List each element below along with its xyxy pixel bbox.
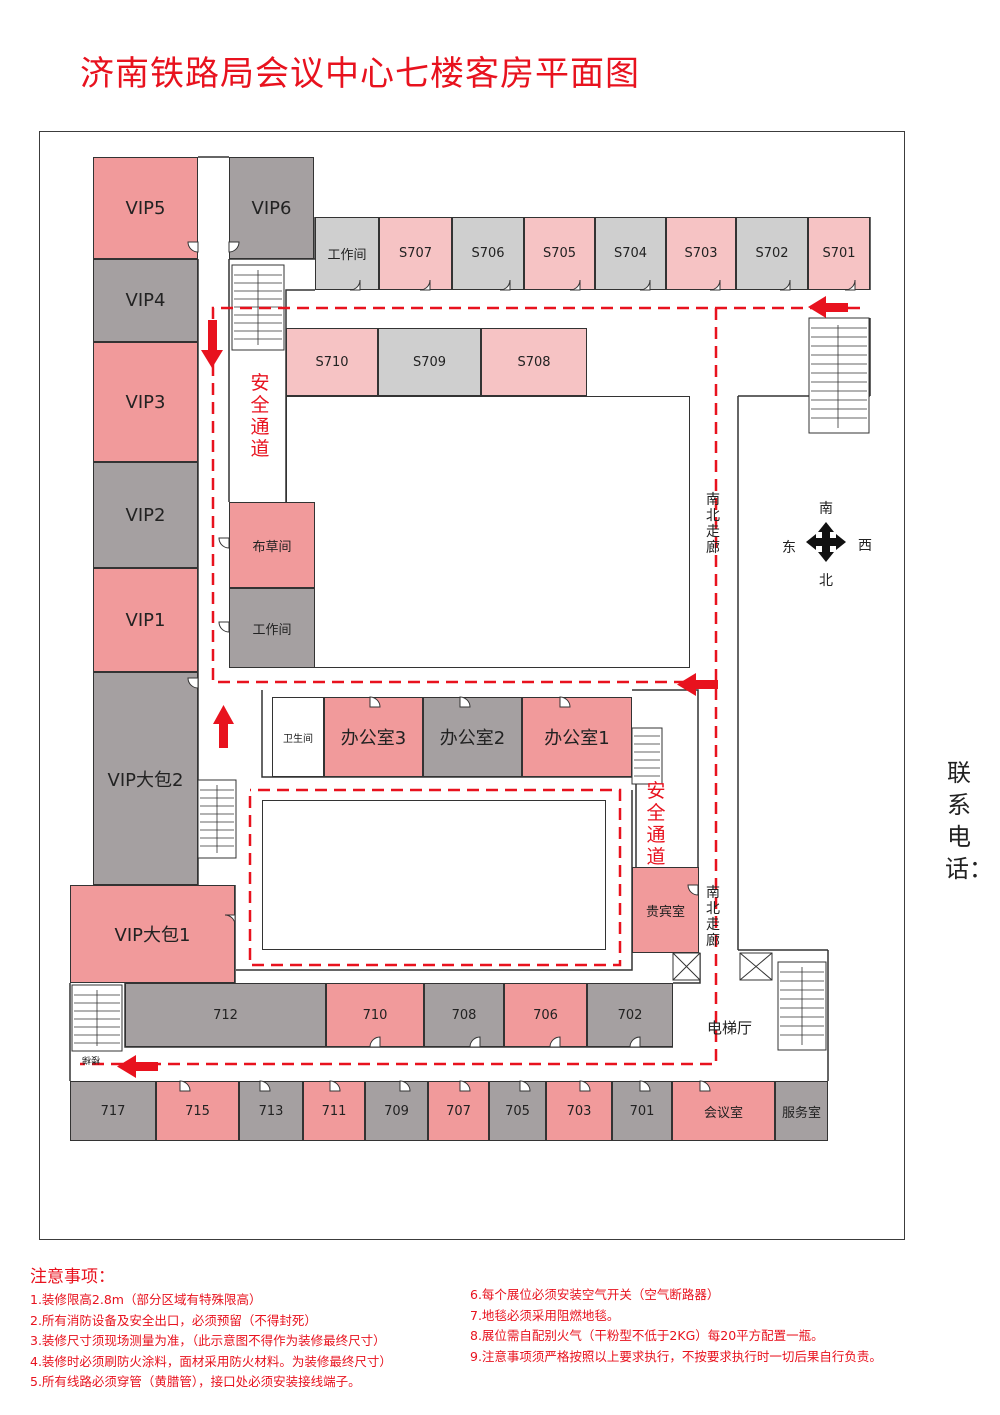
room-715[interactable]: 715 xyxy=(156,1081,239,1141)
note-item: 3.装修尺寸须现场测量为准，（此示意图不得作为装修最终尺寸） xyxy=(30,1333,386,1348)
room-restroom[interactable]: 卫生间 xyxy=(272,697,324,777)
room-717[interactable]: 717 xyxy=(70,1081,156,1141)
notes-right-column: 6.每个展位必须安装空气开关（空气断路器） 7.地毯必须采用阻燃地毯。 8.展位… xyxy=(470,1285,882,1367)
room-meeting[interactable]: 会议室 xyxy=(672,1081,775,1141)
compass-south: 南 xyxy=(819,501,833,517)
safety-exit-left-label: 安全通道 xyxy=(250,372,270,460)
room-linen[interactable]: 布草间 xyxy=(229,502,315,588)
room-708[interactable]: 708 xyxy=(424,983,504,1047)
compass-east: 东 xyxy=(782,540,796,556)
corridor-upper-label: 南北走廊 xyxy=(706,492,720,556)
room-s703[interactable]: S703 xyxy=(666,217,736,290)
note-item: 2.所有消防设备及安全出口，必须预留（不得封死） xyxy=(30,1312,317,1328)
room-s702[interactable]: S702 xyxy=(736,217,808,290)
room-s701[interactable]: S701 xyxy=(808,217,870,290)
room-s708[interactable]: S708 xyxy=(481,328,587,396)
note-item: 9.注意事项须严格按照以上要求执行，不按要求执行时一切后果自行负责。 xyxy=(470,1348,882,1364)
room-703[interactable]: 703 xyxy=(546,1081,612,1141)
note-item: 8.展位需自配别火气（干粉型不低于2KG）每20平方配置一瓶。 xyxy=(470,1328,824,1343)
contact-phone-label: 联系电话： xyxy=(945,759,993,883)
room-709[interactable]: 709 xyxy=(365,1081,428,1141)
room-office1[interactable]: 办公室1 xyxy=(522,697,632,777)
room-office3[interactable]: 办公室3 xyxy=(324,697,423,777)
room-vip-big1[interactable]: VIP大包1 xyxy=(70,885,235,983)
room-vip-big2[interactable]: VIP大包2 xyxy=(93,672,198,885)
room-712[interactable]: 712 xyxy=(125,983,326,1047)
room-vip3[interactable]: VIP3 xyxy=(93,342,198,462)
safety-exit-mid-label: 安全通道 xyxy=(646,780,666,868)
room-workroom-left[interactable]: 工作间 xyxy=(229,588,315,668)
room-s705[interactable]: S705 xyxy=(524,217,595,290)
notes-left-column: 1.装修限高2.8m（部分区域有特殊限高） 2.所有消防设备及安全出口，必须预留… xyxy=(30,1290,392,1393)
note-item: 6.每个展位必须安装空气开关（空气断路器） xyxy=(470,1287,720,1302)
room-s707[interactable]: S707 xyxy=(379,217,452,290)
upper-courtyard xyxy=(286,396,690,668)
room-707[interactable]: 707 xyxy=(428,1081,489,1141)
room-s704[interactable]: S704 xyxy=(595,217,666,290)
room-vip2[interactable]: VIP2 xyxy=(93,462,198,568)
room-workroom-top[interactable]: 工作间 xyxy=(315,217,379,290)
corridor-lower-label: 南北走廊 xyxy=(706,885,720,949)
room-s706[interactable]: S706 xyxy=(452,217,524,290)
notes-heading: 注意事项： xyxy=(30,1267,115,1287)
room-706[interactable]: 706 xyxy=(504,983,587,1047)
note-item: 4.装修时必须刷防火涂料，面材采用防火材料。为装修最终尺寸） xyxy=(30,1353,392,1369)
room-705[interactable]: 705 xyxy=(489,1081,546,1141)
room-vip6[interactable]: VIP6 xyxy=(229,157,314,259)
elevator-hall-label: 电梯厅 xyxy=(707,1019,753,1037)
room-713[interactable]: 713 xyxy=(239,1081,303,1141)
note-item: 1.装修限高2.8m（部分区域有特殊限高） xyxy=(30,1292,262,1307)
floor-plan-frame xyxy=(39,131,905,1240)
room-vip4[interactable]: VIP4 xyxy=(93,259,198,342)
page-title: 济南铁路局会议中心七楼客房平面图 xyxy=(80,54,640,94)
stairs-label: 楼梯 xyxy=(82,1054,101,1064)
note-item: 7.地毯必须采用阻燃地毯。 xyxy=(470,1307,620,1323)
room-vip-lounge[interactable]: 贵宾室 xyxy=(632,867,699,953)
lower-courtyard xyxy=(262,800,606,950)
compass-west: 西 xyxy=(858,538,872,554)
room-office2[interactable]: 办公室2 xyxy=(423,697,522,777)
room-s709[interactable]: S709 xyxy=(378,328,481,396)
compass-north: 北 xyxy=(819,573,833,589)
room-service[interactable]: 服务室 xyxy=(775,1081,828,1141)
note-item: 5.所有线路必须穿管（黄腊管），接口处必须安装接线端子。 xyxy=(30,1374,361,1389)
room-vip5[interactable]: VIP5 xyxy=(93,157,198,259)
